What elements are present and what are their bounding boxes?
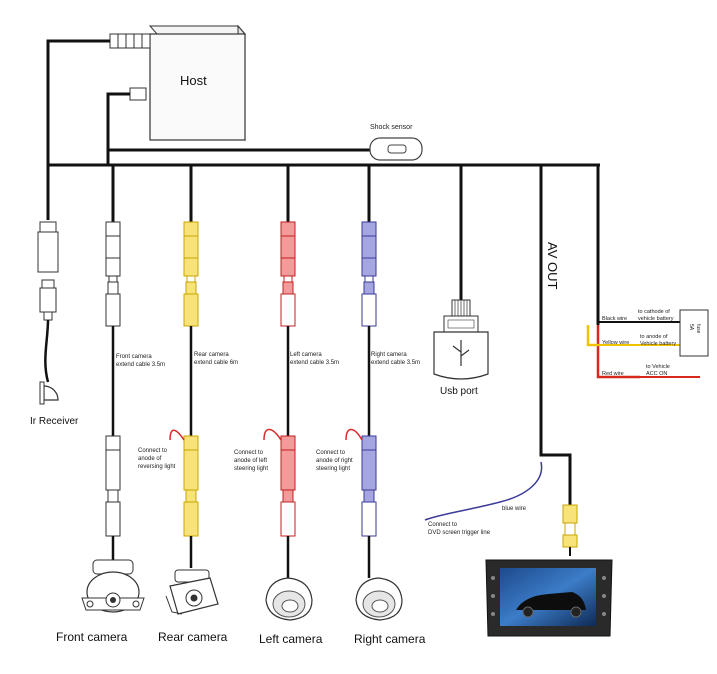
power-labels: Black wire to cathode of vehicle battery…: [602, 309, 676, 377]
fuse-label-1: 5A: [688, 324, 694, 331]
red-wire-label: Red wire: [602, 371, 624, 377]
usb-port: Usb port: [433, 299, 489, 397]
blue-wire-label: blue wire: [502, 506, 527, 512]
left-cable-label-2: extend cable 3.5m: [290, 360, 339, 366]
right-camera-chain: Right camera extend cable 3.5m Connect t…: [316, 221, 420, 578]
drop-wires: [46, 165, 600, 505]
dvd-connect-2: DVD screen trigger line: [428, 530, 491, 536]
shock-sensor: Shock sensor: [369, 124, 423, 161]
shock-sensor-label: Shock sensor: [370, 124, 413, 131]
black-wire-label: Black wire: [602, 316, 627, 322]
power-wiring: 5A fuse: [586, 309, 709, 379]
ir-receiver-label: Ir Receiver: [30, 416, 79, 427]
dvd-connect-1: Connect to: [428, 522, 458, 528]
red-target-1: to Vehicle: [646, 364, 670, 370]
ir-receiver: Ir Receiver: [30, 221, 79, 427]
left-camera: [265, 577, 313, 621]
yellow-target-2: Vehicle battery: [640, 341, 676, 347]
usb-icon: [452, 340, 470, 366]
host-unit: Host: [148, 24, 247, 142]
front-cable-label-1: Front camera: [116, 354, 152, 360]
left-camera-label: Left camera: [259, 632, 323, 646]
black-target-2: vehicle battery: [638, 316, 674, 322]
car-image: [516, 592, 586, 610]
av-out-label: AV OUT: [545, 242, 560, 289]
black-target-1: to cathode of: [638, 309, 670, 315]
rear-connect-2: anode of: [138, 456, 162, 462]
right-camera-label: Right camera: [354, 632, 426, 646]
main-harness: [46, 39, 600, 167]
rear-connect-3: reversing light: [138, 464, 176, 470]
rear-connect-1: Connect to: [138, 448, 168, 454]
rear-cable-label-2: extend cable 6m: [194, 360, 238, 366]
front-cable-label-2: extend cable 3.5m: [116, 362, 165, 368]
front-camera: [81, 559, 145, 613]
rear-camera-chain: Rear camera extend cable 6m Connect to a…: [138, 221, 238, 568]
host-label: Host: [180, 73, 207, 88]
host-connector: [109, 33, 151, 101]
right-cable-label-2: extend cable 3.5m: [371, 360, 420, 366]
usb-port-label: Usb port: [440, 386, 478, 397]
rear-camera-label: Rear camera: [158, 630, 228, 644]
rear-cable-label-1: Rear camera: [194, 352, 229, 358]
right-connect-1: Connect to: [316, 450, 346, 456]
left-connect-1: Connect to: [234, 450, 264, 456]
right-camera: [355, 577, 403, 621]
yellow-wire-label: Yellow wire: [602, 340, 629, 346]
right-connect-3: steering light: [316, 466, 350, 472]
left-connect-2: anode of left: [234, 458, 267, 464]
dvd-head-unit: [485, 559, 613, 637]
front-camera-label: Front camera: [56, 630, 128, 644]
left-camera-chain: Left camera extend cable 3.5m Connect to…: [234, 221, 339, 578]
right-cable-label-1: Right camera: [371, 352, 407, 358]
yellow-target-1: to anode of: [640, 334, 668, 340]
rear-camera: [165, 569, 219, 615]
red-target-2: ACC ON: [646, 371, 667, 377]
right-connect-2: anode of right: [316, 458, 353, 464]
left-connect-3: steering light: [234, 466, 268, 472]
fuse-label-2: fuse: [695, 324, 701, 334]
left-cable-label-1: Left camera: [290, 352, 322, 358]
front-camera-chain: Front camera extend cable 3.5m: [105, 221, 165, 560]
av-connector: blue wire Connect to DVD screen trigger …: [424, 461, 578, 556]
